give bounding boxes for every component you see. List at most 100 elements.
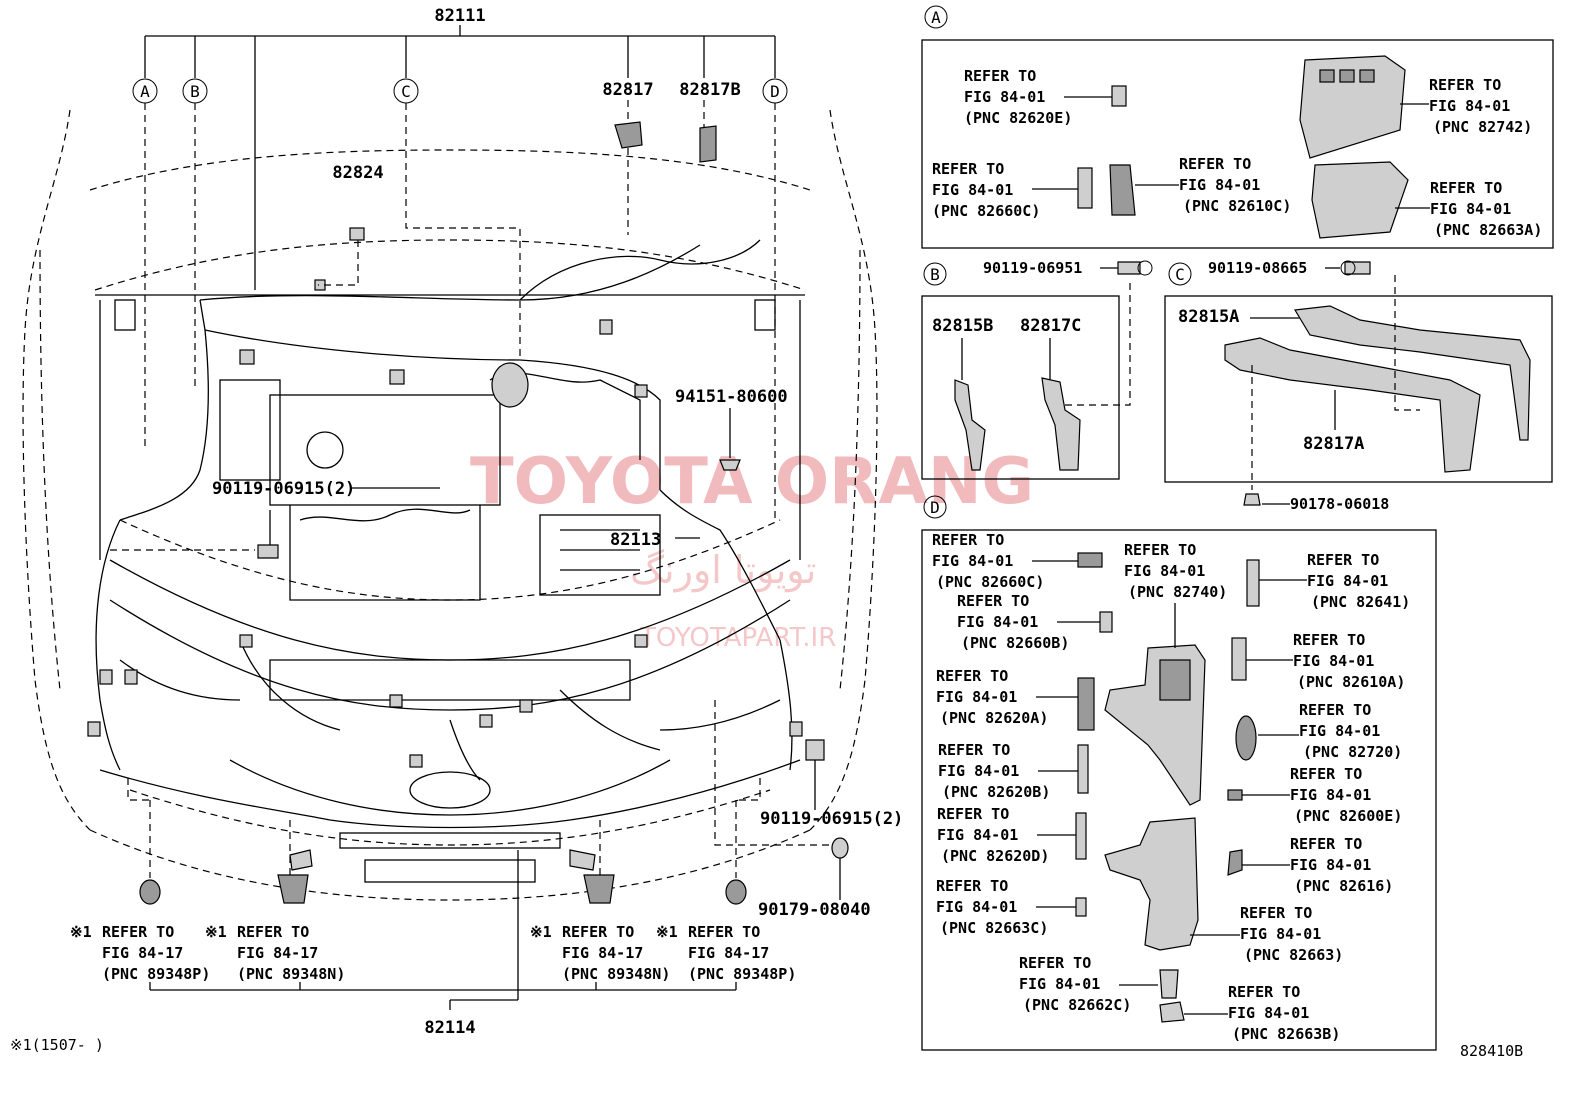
svg-text:(PNC 82740): (PNC 82740) bbox=[1128, 583, 1227, 601]
svg-text:FIG 84-01: FIG 84-01 bbox=[932, 181, 1013, 199]
svg-text:FIG 84-01: FIG 84-01 bbox=[964, 88, 1045, 106]
svg-text:REFER TO: REFER TO bbox=[1307, 551, 1379, 569]
bottom-ref-2: ※1 REFER TO FIG 84-17 (PNC 89348N) bbox=[205, 923, 345, 983]
svg-text:(PNC 82663C): (PNC 82663C) bbox=[940, 919, 1048, 937]
svg-text:※1: ※1 bbox=[205, 923, 227, 941]
svg-text:(PNC 82620D): (PNC 82620D) bbox=[941, 847, 1049, 865]
svg-text:REFER TO: REFER TO bbox=[1290, 765, 1362, 783]
svg-text:REFER TO: REFER TO bbox=[936, 667, 1008, 685]
diagram-code: 828410B bbox=[1460, 1042, 1523, 1060]
svg-text:REFER TO: REFER TO bbox=[688, 923, 760, 941]
label-94151: 94151-80600 bbox=[675, 387, 788, 407]
svg-text:REFER TO: REFER TO bbox=[1228, 983, 1300, 1001]
wire-harness-82111 bbox=[87, 239, 803, 829]
label-90119-06951: 90119-06951 bbox=[983, 259, 1082, 277]
svg-text:C: C bbox=[1175, 265, 1185, 284]
svg-text:FIG 84-01: FIG 84-01 bbox=[938, 762, 1019, 780]
part-82817b bbox=[699, 125, 717, 163]
svg-text:(PNC 82662C): (PNC 82662C) bbox=[1023, 996, 1131, 1014]
watermark-brand: TOYOTA ORANG bbox=[470, 445, 1034, 519]
svg-text:(PNC 82620A): (PNC 82620A) bbox=[940, 709, 1048, 727]
bottom-ref-4: ※1 REFER TO FIG 84-17 (PNC 89348P) bbox=[656, 923, 796, 983]
main-section-markers: A B C D bbox=[132, 78, 788, 104]
label-90119-08665: 90119-08665 bbox=[1208, 259, 1307, 277]
svg-text:FIG 84-01: FIG 84-01 bbox=[1019, 975, 1100, 993]
leader-82114 bbox=[149, 850, 737, 1010]
svg-text:※1: ※1 bbox=[656, 923, 678, 941]
svg-text:(PNC 89348P): (PNC 89348P) bbox=[102, 965, 210, 983]
label-clip-right: 90179-08040 bbox=[758, 900, 871, 920]
svg-text:(PNC 89348N): (PNC 89348N) bbox=[237, 965, 345, 983]
svg-text:FIG 84-01: FIG 84-01 bbox=[1179, 176, 1260, 194]
label-82824: 82824 bbox=[332, 163, 383, 183]
svg-text:FIG 84-17: FIG 84-17 bbox=[688, 944, 769, 962]
svg-text:REFER TO: REFER TO bbox=[1179, 155, 1251, 173]
svg-text:FIG 84-01: FIG 84-01 bbox=[1290, 786, 1371, 804]
svg-text:FIG 84-17: FIG 84-17 bbox=[102, 944, 183, 962]
svg-text:82815B: 82815B bbox=[932, 316, 993, 336]
svg-text:REFER TO: REFER TO bbox=[1430, 179, 1502, 197]
bottom-ref-1: ※1 REFER TO FIG 84-17 (PNC 89348P) bbox=[70, 923, 210, 983]
engine-bay-sketch bbox=[95, 294, 805, 883]
part-bolt-right bbox=[805, 739, 825, 761]
svg-text:FIG 84-01: FIG 84-01 bbox=[957, 613, 1038, 631]
svg-text:FIG 84-01: FIG 84-01 bbox=[936, 688, 1017, 706]
svg-text:FIG 84-01: FIG 84-01 bbox=[1240, 925, 1321, 943]
marker-a: A bbox=[140, 82, 150, 101]
svg-text:REFER TO: REFER TO bbox=[957, 592, 1029, 610]
label-82114: 82114 bbox=[424, 1018, 475, 1038]
svg-text:FIG 84-01: FIG 84-01 bbox=[1429, 97, 1510, 115]
svg-text:REFER TO: REFER TO bbox=[964, 67, 1036, 85]
svg-text:FIG 84-17: FIG 84-17 bbox=[237, 944, 318, 962]
marker-b: B bbox=[190, 82, 200, 101]
box-a: A REFER TO FIG 84-01 (PNC 82620E) REFER … bbox=[921, 5, 1554, 249]
svg-text:REFER TO: REFER TO bbox=[1240, 904, 1312, 922]
watermark-persian: تویوتا اورنگ bbox=[630, 548, 817, 593]
label-bolt-left: 90119-06915(2) bbox=[212, 479, 355, 499]
part-bolt-left bbox=[257, 544, 279, 559]
part-82817 bbox=[614, 121, 643, 149]
svg-text:(PNC 82600E): (PNC 82600E) bbox=[1294, 807, 1402, 825]
label-82817b: 82817B bbox=[679, 80, 740, 100]
svg-text:82817C: 82817C bbox=[1020, 316, 1081, 336]
part-clip-right bbox=[831, 837, 849, 859]
svg-text:REFER TO: REFER TO bbox=[562, 923, 634, 941]
svg-text:REFER TO: REFER TO bbox=[1019, 954, 1091, 972]
part-94151 bbox=[719, 459, 741, 471]
svg-text:(PNC 82742): (PNC 82742) bbox=[1433, 118, 1532, 136]
svg-text:※1: ※1 bbox=[530, 923, 552, 941]
svg-text:FIG 84-01: FIG 84-01 bbox=[1430, 200, 1511, 218]
svg-text:REFER TO: REFER TO bbox=[932, 531, 1004, 549]
svg-text:FIG 84-01: FIG 84-01 bbox=[1124, 562, 1205, 580]
svg-text:REFER TO: REFER TO bbox=[936, 877, 1008, 895]
svg-text:REFER TO: REFER TO bbox=[938, 741, 1010, 759]
label-82113: 82113 bbox=[610, 530, 661, 550]
footnote: ※1(1507- ) bbox=[10, 1036, 104, 1054]
label-82111: 82111 bbox=[434, 6, 485, 26]
svg-text:REFER TO: REFER TO bbox=[1299, 701, 1371, 719]
svg-text:FIG 84-01: FIG 84-01 bbox=[1228, 1004, 1309, 1022]
svg-text:REFER TO: REFER TO bbox=[102, 923, 174, 941]
svg-text:REFER TO: REFER TO bbox=[1290, 835, 1362, 853]
svg-text:82815A: 82815A bbox=[1178, 307, 1239, 327]
svg-text:(PNC 82610C): (PNC 82610C) bbox=[1183, 197, 1291, 215]
bottom-ref-3: ※1 REFER TO FIG 84-17 (PNC 89348N) bbox=[530, 923, 670, 983]
svg-text:REFER TO: REFER TO bbox=[1293, 631, 1365, 649]
svg-text:(PNC 82660C): (PNC 82660C) bbox=[932, 202, 1040, 220]
svg-text:FIG 84-01: FIG 84-01 bbox=[937, 826, 1018, 844]
svg-text:REFER TO: REFER TO bbox=[1429, 76, 1501, 94]
svg-text:(PNC 82663B): (PNC 82663B) bbox=[1232, 1025, 1340, 1043]
svg-text:(PNC 89348N): (PNC 89348N) bbox=[562, 965, 670, 983]
box-c: C 90119-08665 82815A 82817A 90178-06018 bbox=[1164, 259, 1553, 513]
svg-text:FIG 84-01: FIG 84-01 bbox=[1299, 722, 1380, 740]
svg-text:A: A bbox=[931, 8, 941, 27]
svg-text:FIG 84-17: FIG 84-17 bbox=[562, 944, 643, 962]
marker-c: C bbox=[401, 82, 411, 101]
svg-text:FIG 84-01: FIG 84-01 bbox=[1290, 856, 1371, 874]
svg-text:(PNC 82663A): (PNC 82663A) bbox=[1434, 221, 1542, 239]
watermark-site: TOYOTAPART.IR bbox=[639, 623, 836, 653]
svg-text:※1: ※1 bbox=[70, 923, 92, 941]
svg-text:REFER TO: REFER TO bbox=[1124, 541, 1196, 559]
